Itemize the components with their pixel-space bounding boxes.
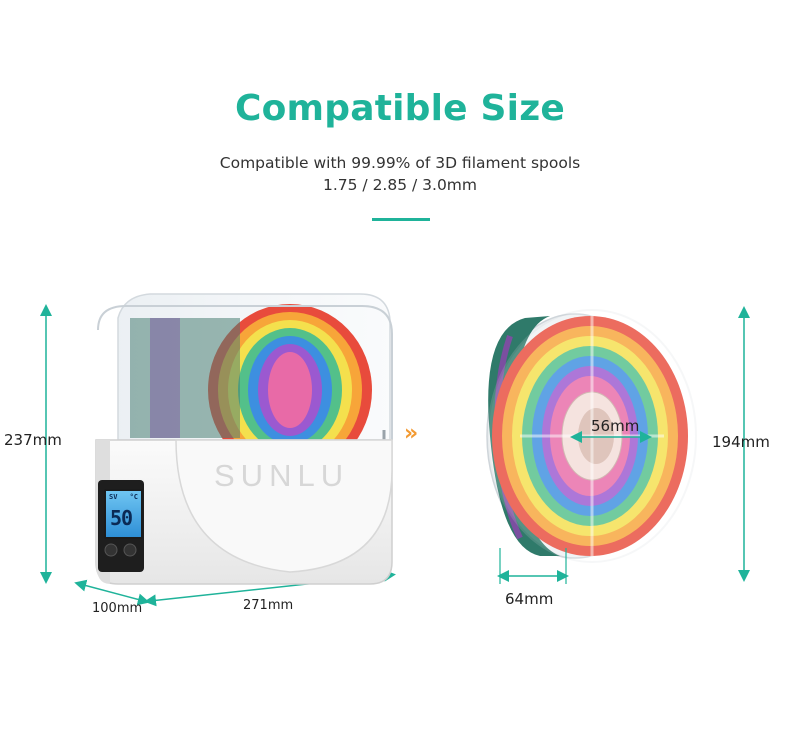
subtitle-line-compatibility: Compatible with 99.99% of 3D filament sp… (219, 154, 581, 172)
filament-spool (486, 309, 697, 563)
page-subtitle: Compatible with 99.99% of 3D filament sp… (0, 152, 800, 196)
display-temperature-value: 50 (110, 506, 133, 530)
display-unit-label: °C (129, 493, 138, 501)
transition-arrow-icon: » (404, 421, 418, 446)
spool-inner-diameter-label: 56mm (591, 417, 640, 435)
temperature-display: SV °C 50 (104, 489, 143, 539)
box-depth-dimension (74, 579, 150, 606)
display-sv-label: SV (109, 493, 118, 501)
page-title: Compatible Size (235, 88, 565, 129)
box-spool-visible (130, 304, 372, 476)
title-divider (372, 218, 430, 221)
box-depth-label: 100mm (92, 601, 143, 616)
brand-logo-text: SUNLU (214, 458, 350, 493)
spool-height-label: 194mm (712, 433, 770, 451)
spool-width-label: 64mm (505, 590, 554, 608)
box-width-label: 271mm (243, 598, 294, 613)
spool-width-dimension (497, 548, 569, 584)
subtitle-line-diameters: 1.75 / 2.85 / 3.0mm (322, 176, 478, 194)
dryer-box (95, 293, 393, 585)
box-height-label: 237mm (4, 431, 62, 449)
